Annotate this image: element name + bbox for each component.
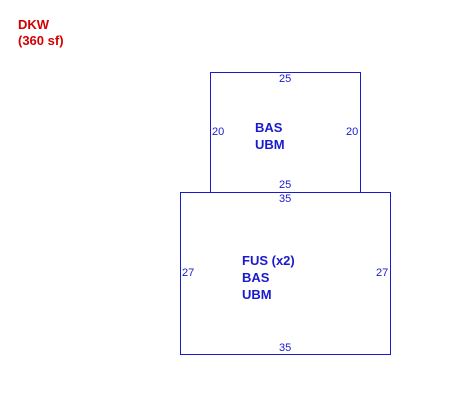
sketch-title: DKW	[18, 17, 50, 32]
upper-top-dimension: 25	[279, 73, 292, 85]
lower-right-dimension: 27	[376, 267, 389, 279]
lower-label-bas: BAS	[242, 270, 270, 285]
lower-top-dimension: 35	[279, 193, 292, 205]
lower-label-fus: FUS (x2)	[242, 253, 295, 268]
lower-label-ubm: UBM	[242, 287, 272, 302]
upper-label-bas: BAS	[255, 120, 283, 135]
upper-label-ubm: UBM	[255, 137, 285, 152]
upper-right-dimension: 20	[346, 126, 359, 138]
sketch-area: (360 sf)	[18, 33, 64, 48]
upper-bottom-dimension: 25	[279, 179, 292, 191]
lower-bottom-dimension: 35	[279, 342, 292, 354]
upper-left-dimension: 20	[212, 126, 225, 138]
upper-section-outline	[210, 72, 361, 193]
lower-section-outline	[180, 192, 391, 355]
lower-left-dimension: 27	[182, 267, 195, 279]
